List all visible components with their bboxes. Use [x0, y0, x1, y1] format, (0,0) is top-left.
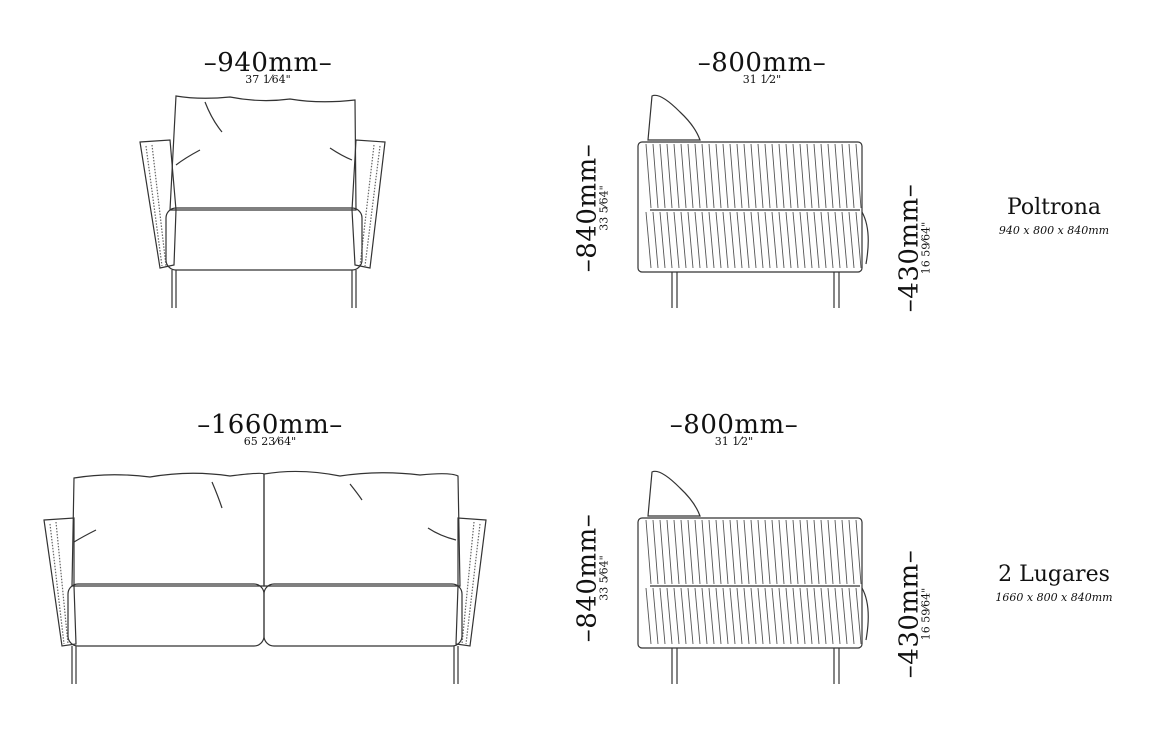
sofa-depth-dimension: – 800mm – 31 1⁄2"	[669, 410, 799, 448]
sofa-depth-mm: 800mm	[683, 410, 785, 440]
sofa-width-dimension: – 1660mm – 65 23⁄64"	[197, 410, 343, 448]
right-arm	[351, 139, 386, 269]
left-arm	[139, 139, 177, 269]
sofa-height-dimension: – 840mm – 33 5⁄64"	[572, 513, 611, 643]
armchair-side-drawing	[637, 94, 869, 308]
armchair-label: Poltrona 940 x 800 x 840mm	[999, 195, 1109, 237]
armchair-width-dimension: – 940mm – 37 1⁄64"	[203, 48, 333, 86]
armchair-depth-mm: 800mm	[711, 48, 813, 78]
sofa-front-drawing	[43, 470, 487, 684]
armchair-width-mm: 940mm	[217, 48, 319, 78]
sofa-left-arm	[43, 517, 77, 647]
back-cushion	[169, 95, 357, 211]
sofa-label: 2 Lugares 1660 x 800 x 840mm	[995, 562, 1112, 604]
armchair-depth-dimension: – 800mm – 31 1⁄2"	[697, 48, 827, 86]
armchair-seat-height-dimension: – 430mm – 16 59⁄64"	[894, 183, 933, 313]
armchair-depth-inches: 31 1⁄2"	[742, 73, 782, 86]
sofa-name: 2 Lugares	[998, 562, 1110, 587]
sofa-width-inches: 65 23⁄64"	[243, 435, 297, 448]
seat-cushion	[165, 207, 363, 271]
sofa-side-drawing	[637, 470, 869, 684]
sofa-seat-height-dimension: – 430mm – 16 59⁄64"	[894, 549, 933, 679]
armchair-front-drawing	[139, 95, 386, 308]
sofa-width-mm: 1660mm	[210, 410, 330, 440]
armchair-width-inches: 37 1⁄64"	[245, 73, 291, 86]
sofa-depth-inches: 31 1⁄2"	[714, 435, 754, 448]
armchair-height-dimension: – 840mm – 33 5⁄64"	[572, 143, 611, 273]
sofa-size: 1660 x 800 x 840mm	[995, 591, 1113, 604]
armchair-size: 940 x 800 x 840mm	[998, 224, 1110, 237]
armchair-name: Poltrona	[1006, 195, 1102, 220]
sofa-right-arm	[455, 517, 487, 647]
